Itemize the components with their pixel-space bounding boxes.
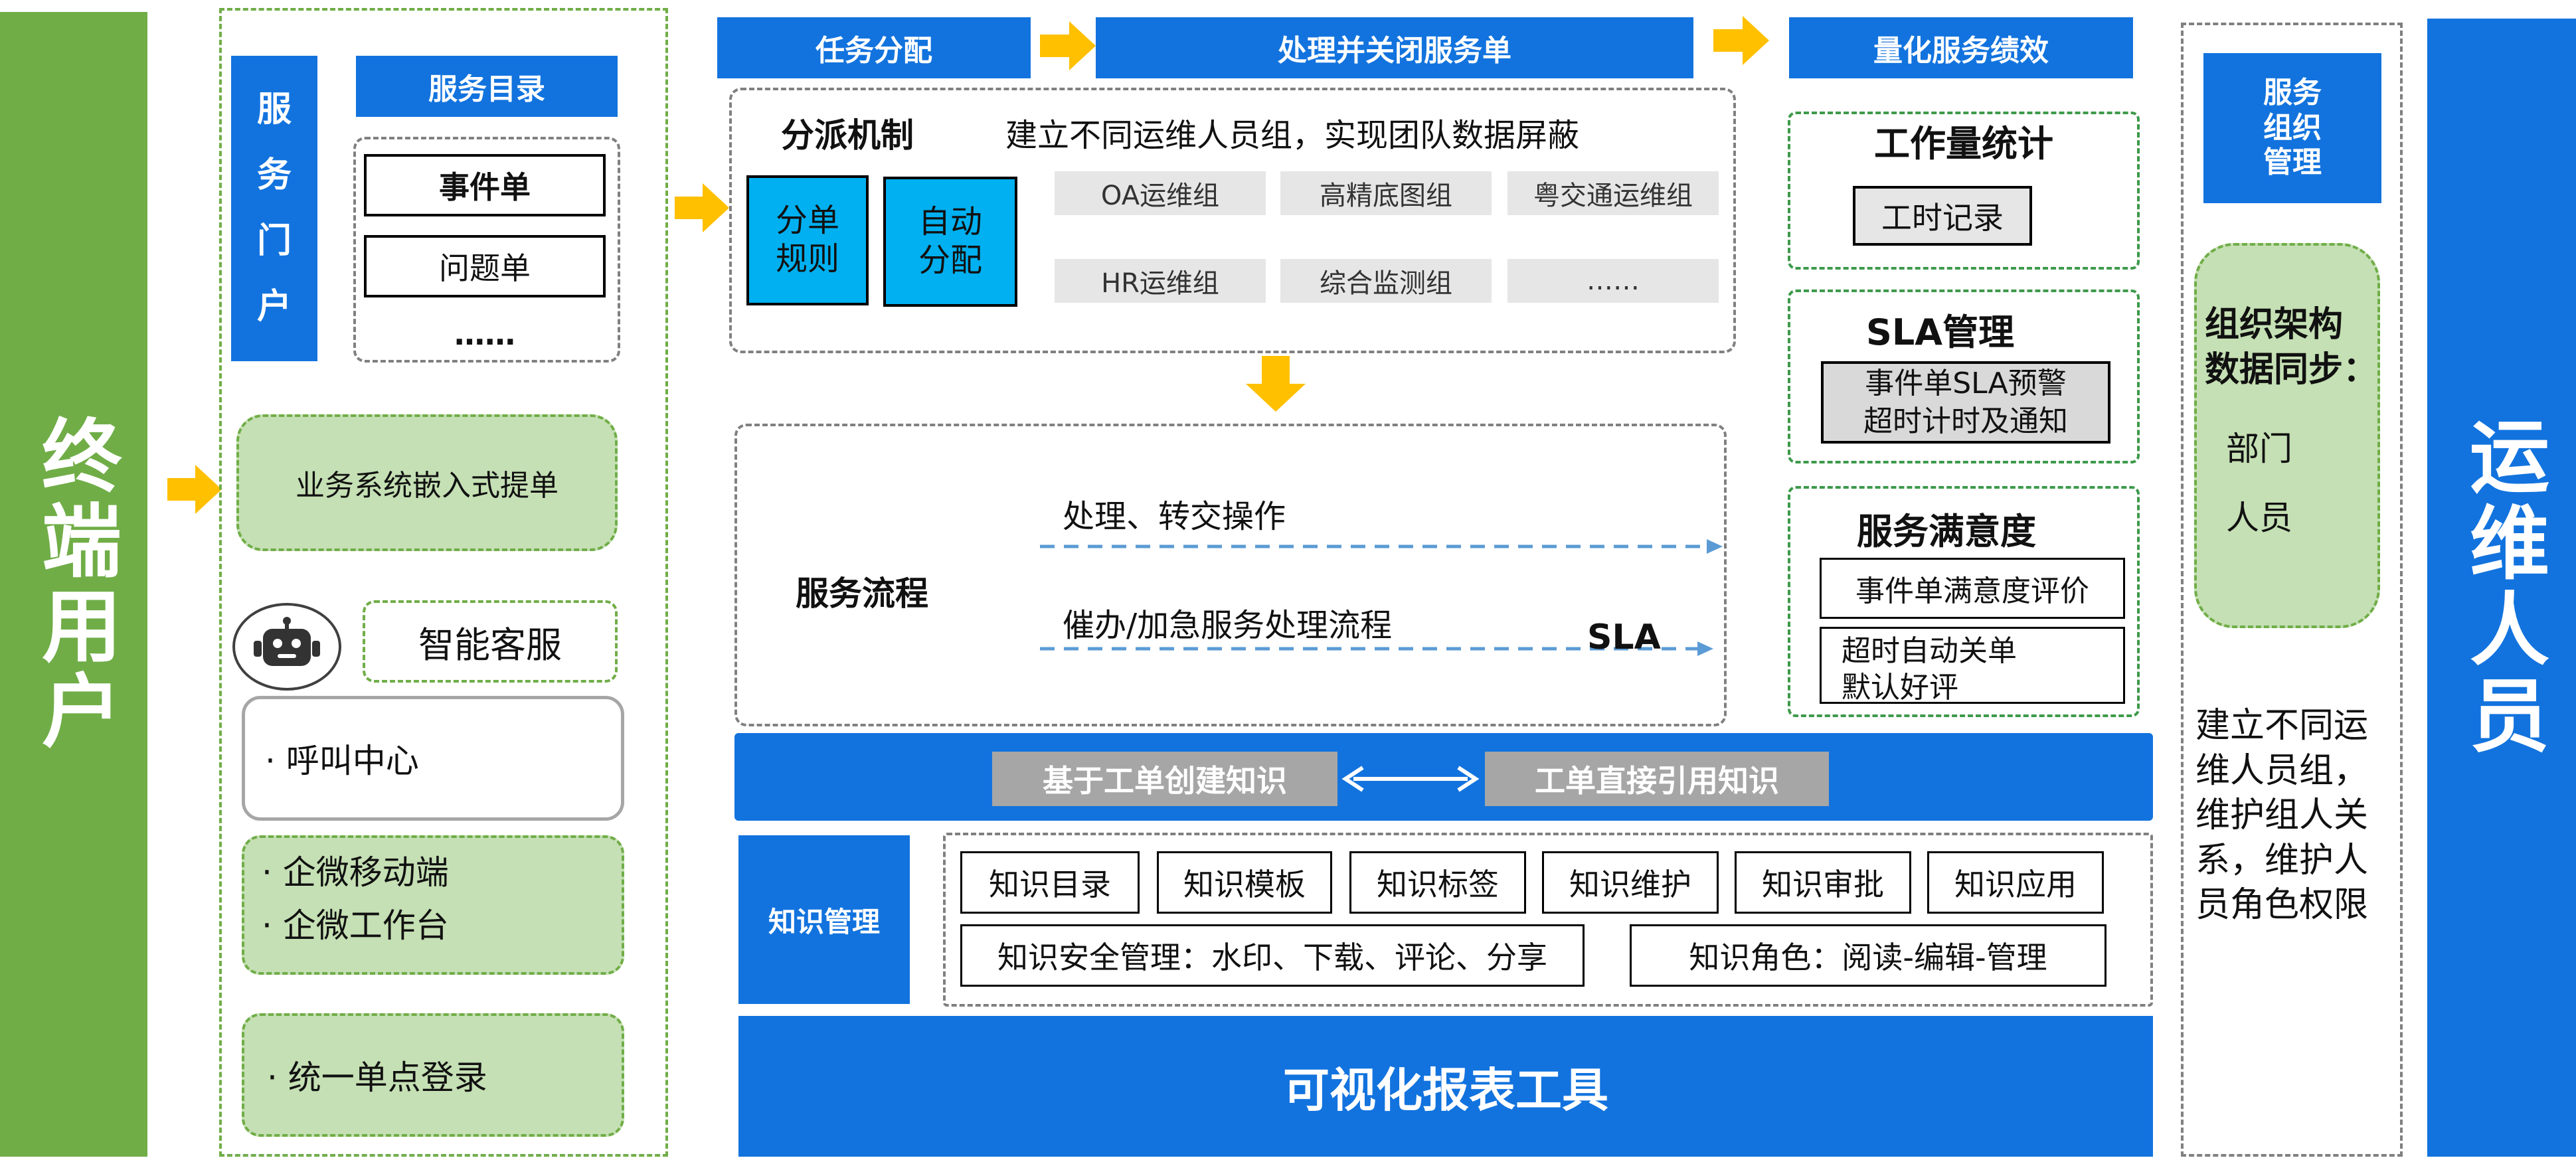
- group-monitoring: 综合监测组: [1280, 259, 1492, 303]
- robot-icon: [232, 603, 341, 691]
- wecom-workbench: · 企微工作台: [262, 906, 449, 945]
- service-flow-title: 服务流程: [796, 574, 928, 613]
- user-channel-panel: [219, 8, 668, 1157]
- auto-close-default-praise: 超时自动关单 默认好评: [1820, 627, 2125, 704]
- end-user-column: 终端用户: [0, 12, 147, 1157]
- dispatch-title: 分派机制: [781, 116, 914, 155]
- workload-panel: [1788, 112, 2140, 270]
- service-flow-panel: [734, 424, 1727, 726]
- sla-mgmt-panel: [1788, 290, 2140, 463]
- org-sync-title: 组织架构 数据同步：: [2205, 305, 2378, 390]
- org-mgmt-header: 服务 组织 管理: [2203, 53, 2381, 203]
- satisfaction-title: 服务满意度: [1857, 511, 2036, 552]
- org-note: 建立不同运维人员组，维护组人关系，维护人员角色权限: [2195, 706, 2369, 926]
- call-center-box: · 呼叫中心: [242, 696, 624, 821]
- ops-staff-column: 运维人员: [2427, 19, 2576, 1157]
- group-hd-map: 高精底图组: [1280, 171, 1492, 215]
- arrow-right-icon: [167, 465, 222, 514]
- flow-urge: 催办/加急服务处理流程: [1063, 607, 1393, 644]
- knowledge-roles: 知识角色：阅读-编辑-管理: [1630, 924, 2106, 987]
- auto-assign-box: 自动 分配: [883, 177, 1017, 307]
- knowledge-template: 知识模板: [1157, 851, 1332, 914]
- sla-mgmt-title: SLA管理: [1866, 311, 2015, 353]
- ops-staff-title: 运维人员: [2456, 415, 2548, 760]
- knowledge-maintain: 知识维护: [1542, 851, 1719, 914]
- knowledge-catalog: 知识目录: [960, 851, 1140, 914]
- knowledge-tag: 知识标签: [1349, 851, 1526, 914]
- dispatch-desc: 建立不同运维人员组，实现团队数据屏蔽: [1005, 117, 1580, 154]
- report-tool-bar: 可视化报表工具: [738, 1016, 2153, 1157]
- embedded-ticket-box: 业务系统嵌入式提单: [236, 414, 618, 551]
- group-hr: HR运维组: [1055, 259, 1266, 303]
- flow-arrow-2: [1040, 641, 1713, 656]
- ticket-reference-knowledge: 工单直接引用知识: [1485, 752, 1829, 806]
- split-rule-box: 分单 规则: [746, 175, 869, 305]
- group-more: ……: [1507, 259, 1719, 303]
- wecom-mobile: · 企微移动端: [262, 853, 449, 892]
- satisfaction-rating: 事件单满意度评价: [1820, 558, 2125, 619]
- knowledge-apply: 知识应用: [1927, 851, 2104, 914]
- sso-box: · 统一单点登录: [242, 1013, 624, 1137]
- step-quantify: 量化服务绩效: [1789, 17, 2133, 78]
- catalog-item-more: ……: [454, 316, 515, 352]
- smart-service-box: 智能客服: [363, 600, 618, 683]
- org-mgmt-panel: [2181, 23, 2403, 1157]
- arrow-down-icon: [1246, 356, 1306, 412]
- org-sync-person: 人员: [2226, 499, 2292, 537]
- org-sync-dept: 部门: [2226, 430, 2292, 468]
- knowledge-from-ticket: 基于工单创建知识: [992, 752, 1337, 806]
- sla-label: SLA: [1587, 618, 1661, 657]
- step-assign: 任务分配: [717, 17, 1031, 78]
- dispatch-panel: [729, 88, 1736, 353]
- knowledge-mgmt-panel: [943, 833, 2153, 1007]
- end-user-title: 终端用户: [28, 414, 120, 754]
- group-oa: OA运维组: [1055, 171, 1266, 215]
- arrow-right-icon: [1040, 21, 1096, 70]
- double-arrow-icon: [1341, 766, 1480, 792]
- workload-title: 工作量统计: [1874, 122, 2053, 165]
- knowledge-security: 知识安全管理：水印、下载、评论、分享: [960, 924, 1585, 987]
- satisfaction-panel: [1788, 486, 2140, 717]
- flow-arrow-1: [1040, 539, 1723, 554]
- arrow-right-icon: [675, 183, 729, 232]
- knowledge-approve: 知识审批: [1735, 851, 1911, 914]
- catalog-item-incident[interactable]: 事件单: [364, 154, 606, 216]
- service-portal-label: 服 务 门 户: [231, 56, 317, 361]
- knowledge-mgmt-label: 知识管理: [738, 835, 910, 1004]
- step-process: 处理并关闭服务单: [1096, 17, 1693, 78]
- catalog-item-problem[interactable]: 问题单: [364, 235, 606, 297]
- flow-handle-transfer: 处理、转交操作: [1063, 498, 1286, 535]
- work-hours-record: 工时记录: [1853, 186, 2032, 246]
- group-transport: 粤交通运维组: [1507, 171, 1719, 215]
- service-catalog-header: 服务目录: [356, 56, 618, 117]
- service-catalog-list: [353, 137, 620, 363]
- org-sync-box: [2194, 243, 2380, 628]
- arrow-right-icon: [1713, 16, 1769, 65]
- sla-warning-box: 事件单SLA预警 超时计时及通知: [1821, 361, 2110, 444]
- wecom-box: · 企微移动端 · 企微工作台: [242, 835, 624, 975]
